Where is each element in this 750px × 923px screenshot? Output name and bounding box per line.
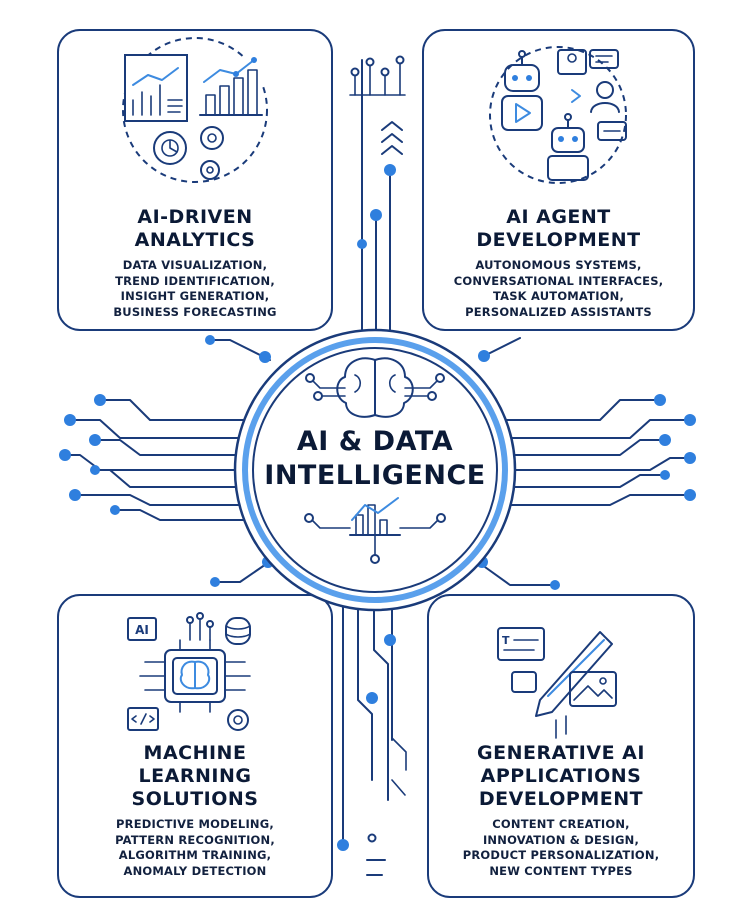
analytics-charts-gears-icon	[122, 37, 268, 183]
pencil-design-icon: T	[497, 627, 617, 739]
analytics-title: AI-DRIVEN ANALYTICS	[134, 206, 256, 251]
hub-bar-chart-icon	[304, 497, 446, 564]
analytics-text-block: AI-DRIVEN ANALYTICS DATA VISUALIZATION, …	[58, 206, 332, 320]
agent-text-block: AI AGENT DEVELOPMENT AUTONOMOUS SYSTEMS,…	[423, 206, 694, 320]
genai-text-block: GENERATIVE AI APPLICATIONS DEVELOPMENT C…	[428, 742, 694, 879]
ml-title: MACHINE LEARNING SOLUTIONS	[131, 742, 259, 810]
analytics-items: DATA VISUALIZATION, TREND IDENTIFICATION…	[113, 258, 277, 319]
genai-title: GENERATIVE AI APPLICATIONS DEVELOPMENT	[477, 742, 645, 810]
brain-icon	[305, 357, 445, 418]
genai-items: CONTENT CREATION, INNOVATION & DESIGN, P…	[462, 817, 660, 878]
card-machine-learning	[57, 594, 333, 898]
svg-text:T: T	[502, 634, 510, 647]
chip-ai-label: AI	[135, 623, 149, 637]
robots-chat-icon	[489, 46, 627, 184]
card-generative-ai	[427, 594, 695, 898]
agent-title: AI AGENT DEVELOPMENT	[476, 206, 641, 251]
center-title: AI & DATA INTELLIGENCE	[264, 426, 486, 491]
circuit-traces	[64, 59, 691, 846]
ml-items: PREDICTIVE MODELING, PATTERN RECOGNITION…	[115, 817, 275, 878]
circuit-nodes	[59, 164, 696, 851]
center-hub	[233, 328, 517, 612]
ml-text-block: MACHINE LEARNING SOLUTIONS PREDICTIVE MO…	[58, 742, 332, 879]
brain-chip-icon	[127, 612, 251, 731]
circuit-decor-top	[349, 55, 406, 155]
circuit-decor-bottom	[366, 737, 407, 876]
agent-items: AUTONOMOUS SYSTEMS, CONVERSATIONAL INTER…	[453, 258, 664, 319]
